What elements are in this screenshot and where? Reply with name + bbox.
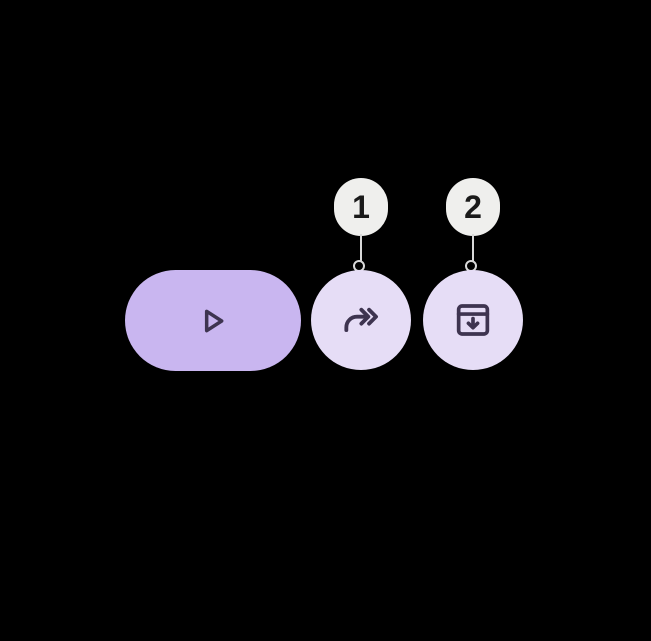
callout-badge-1: 1: [334, 178, 388, 236]
callout-connector-line-1: [360, 234, 362, 262]
play-icon: [193, 301, 233, 341]
archive-download-button[interactable]: [423, 270, 523, 370]
archive-download-icon: [452, 299, 494, 341]
run-button[interactable]: [125, 270, 301, 371]
callout-badge-2: 2: [446, 178, 500, 236]
callout-badge-1-label: 1: [352, 189, 370, 225]
callout-badge-2-label: 2: [464, 189, 482, 225]
callout-connector-line-2: [472, 234, 474, 262]
forward-button[interactable]: [311, 270, 411, 370]
forward-arrows-icon: [339, 298, 383, 342]
